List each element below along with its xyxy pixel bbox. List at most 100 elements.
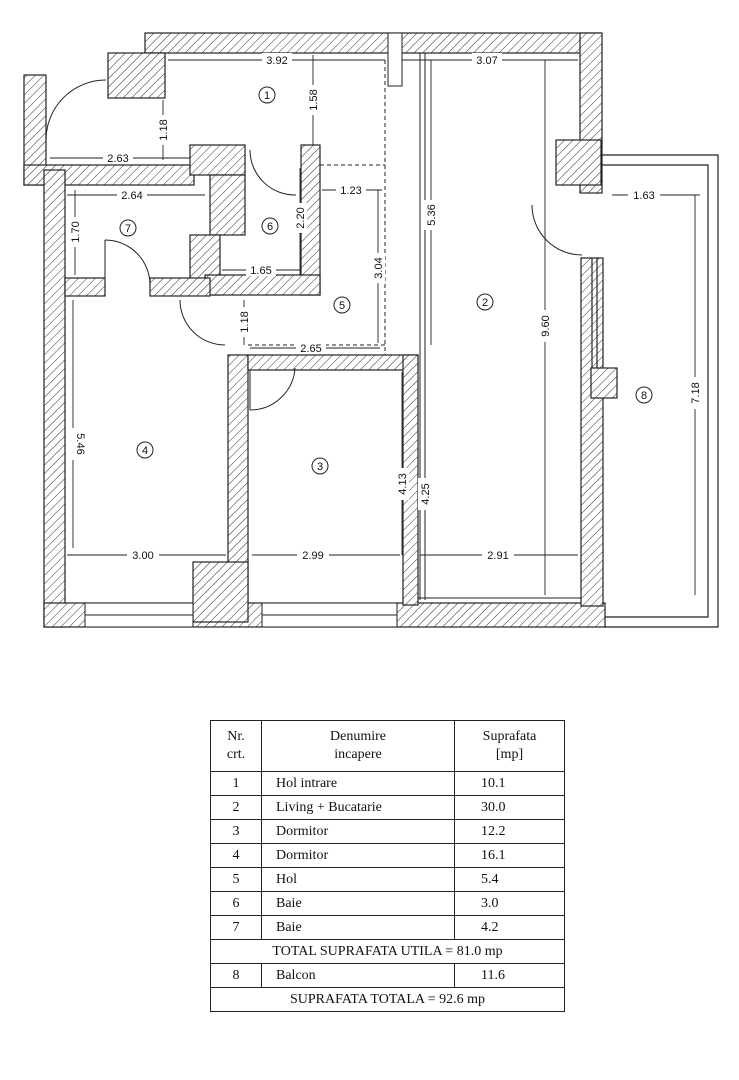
- room-number-4: 4: [142, 445, 148, 457]
- room-numbers: 1 2 3 4 5 6 7 8: [125, 90, 647, 473]
- dim-299: 2.99: [302, 550, 323, 562]
- dim-118a: 1.18: [158, 119, 170, 140]
- dim-163: 1.63: [633, 190, 654, 202]
- row-nr: 7: [210, 915, 262, 940]
- wall-bath-top: [189, 144, 246, 176]
- header-area-line1: Suprafata: [482, 729, 537, 744]
- room-number-6: 6: [267, 221, 273, 233]
- dim-118b: 1.18: [239, 311, 251, 332]
- row-area: 10.1: [454, 771, 565, 796]
- wall-bath-stair: [209, 174, 246, 236]
- room-number-5: 5: [339, 300, 345, 312]
- dim-158: 1.58: [308, 89, 320, 110]
- room-number-2: 2: [482, 297, 488, 309]
- wall-bath7-bottom: [64, 277, 106, 297]
- wall-right-pier: [590, 367, 618, 399]
- wall-bath6-bottom: [204, 274, 321, 296]
- row-name: Dormitor: [261, 843, 455, 868]
- row-name: Hol intrare: [261, 771, 455, 796]
- dim-536: 5.36: [426, 204, 438, 225]
- header-nr: Nr. crt.: [210, 720, 262, 772]
- row-area: 5.4: [454, 867, 565, 892]
- dim-123: 1.23: [340, 185, 361, 197]
- room-markers: [119, 86, 653, 475]
- header-name: Denumire incapere: [261, 720, 455, 772]
- room-area-table: Nr. crt. Denumire incapere Suprafata [mp…: [210, 720, 565, 1012]
- dim-265: 2.65: [300, 343, 321, 355]
- balcony-name: Balcon: [261, 963, 455, 988]
- dim-263: 2.63: [107, 153, 128, 165]
- row-nr: 2: [210, 795, 262, 820]
- dim-264: 2.64: [121, 190, 142, 202]
- dim-300: 3.00: [132, 550, 153, 562]
- row-name: Living + Bucatarie: [261, 795, 455, 820]
- header-name-line2: incapere: [334, 747, 382, 762]
- wall-top: [144, 32, 601, 54]
- balcony-area: 11.6: [454, 963, 565, 988]
- row-name: Baie: [261, 891, 455, 916]
- dim-718: 7.18: [690, 382, 702, 403]
- dim-307: 3.07: [476, 55, 497, 67]
- dim-960: 9.60: [540, 315, 552, 336]
- row-area: 4.2: [454, 915, 565, 940]
- balcony-outline: [591, 154, 719, 628]
- dim-392: 3.92: [266, 55, 287, 67]
- dimension-labels: 3.92 3.07 1.58 1.18 2.63 2.64 1.70 2.20 …: [66, 53, 702, 562]
- door-bath6: [249, 149, 297, 196]
- door-entry: [45, 79, 107, 141]
- dim-304: 3.04: [373, 257, 385, 278]
- room-number-8: 8: [641, 390, 647, 402]
- door-balcony: [531, 204, 583, 256]
- door-room4: [179, 299, 226, 346]
- dim-425: 4.25: [420, 483, 432, 504]
- doors: [45, 79, 583, 411]
- room-number-1: 1: [264, 90, 270, 102]
- total-row: SUPRAFATA TOTALA = 92.6 mp: [210, 987, 565, 1012]
- header-nr-line1: Nr.: [227, 729, 245, 744]
- dim-170: 1.70: [70, 221, 82, 242]
- wall-left: [43, 169, 66, 628]
- row-name: Hol: [261, 867, 455, 892]
- row-nr: 5: [210, 867, 262, 892]
- floor-plan: 3.92 3.07 1.58 1.18 2.63 2.64 1.70 2.20 …: [23, 32, 719, 628]
- row-area: 3.0: [454, 891, 565, 916]
- header-area-line2: [mp]: [495, 747, 524, 762]
- wall-pier-left: [192, 561, 249, 623]
- balcony-row: 8 Balcon 11.6: [210, 963, 565, 988]
- door-room3: [249, 367, 296, 411]
- window-top: [387, 32, 403, 87]
- wall-top-step: [107, 52, 166, 99]
- wall-bath7-bottom-r: [149, 277, 211, 297]
- dim-546: 5.46: [74, 433, 86, 454]
- balcony-nr: 8: [210, 963, 262, 988]
- header-name-line1: Denumire: [330, 729, 386, 744]
- dim-291: 2.91: [487, 550, 508, 562]
- dim-413: 4.13: [397, 473, 409, 494]
- door-bath7: [104, 239, 151, 286]
- row-nr: 3: [210, 819, 262, 844]
- row-area: 30.0: [454, 795, 565, 820]
- row-name: Dormitor: [261, 819, 455, 844]
- wall-room3-top: [247, 354, 419, 371]
- row-area: 16.1: [454, 843, 565, 868]
- total-area: SUPRAFATA TOTALA = 92.6 mp: [210, 987, 565, 1012]
- wall-right-block: [555, 139, 602, 186]
- row-area: 12.2: [454, 819, 565, 844]
- dim-165: 1.65: [250, 265, 271, 277]
- row-name: Baie: [261, 915, 455, 940]
- total-util: TOTAL SUPRAFATA UTILA = 81.0 mp: [210, 939, 565, 964]
- table-header-row: Nr. crt. Denumire incapere Suprafata [mp…: [210, 720, 565, 772]
- header-nr-line2: crt.: [226, 747, 246, 762]
- room-number-3: 3: [317, 461, 323, 473]
- total-util-row: TOTAL SUPRAFATA UTILA = 81.0 mp: [210, 939, 565, 964]
- walls: [23, 32, 618, 628]
- row-nr: 1: [210, 771, 262, 796]
- room-number-7: 7: [125, 223, 131, 235]
